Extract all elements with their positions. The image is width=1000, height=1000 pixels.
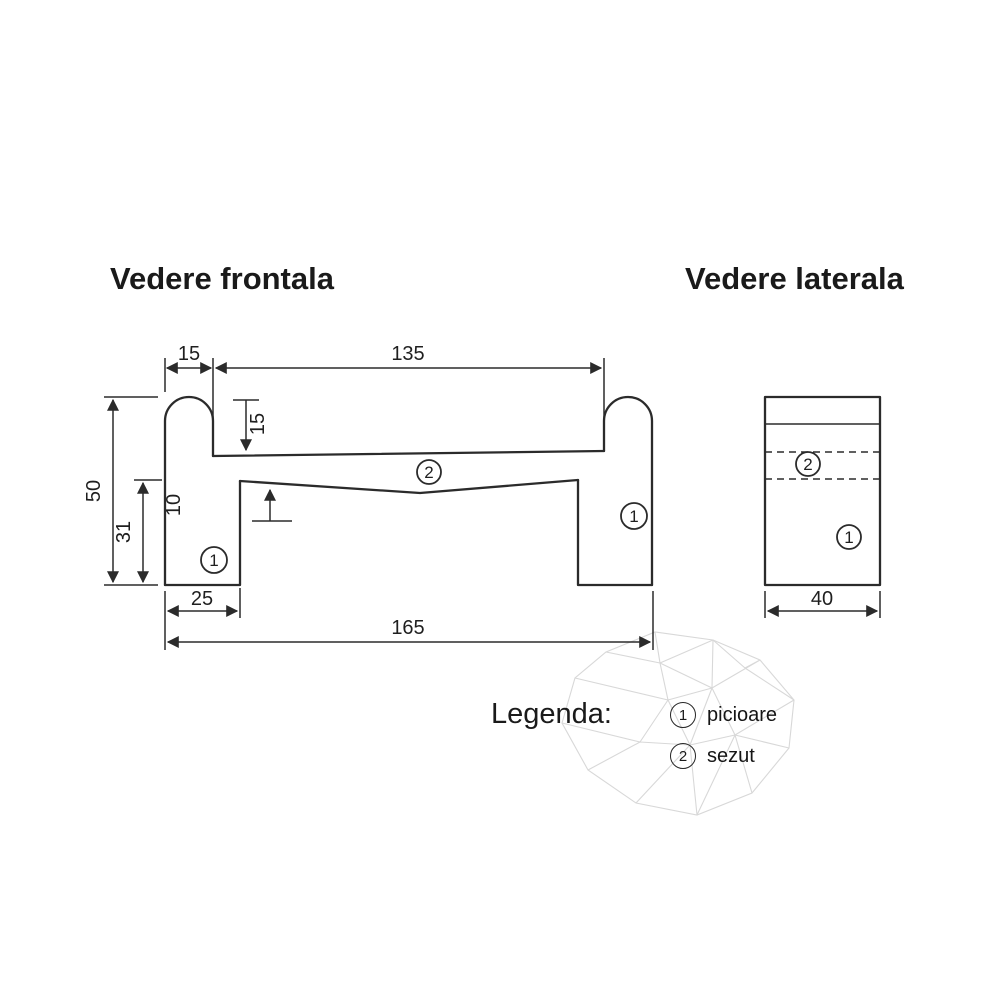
side-view-outline [763,395,882,587]
dim-leg-width: 25 [191,588,213,610]
dim-seat-span: 135 [391,343,424,365]
side-view-inner-lines [765,423,880,480]
legend-item-sezut: 2 sezut [670,743,755,769]
side-body [763,395,882,587]
side-balloon-leg [836,524,862,550]
legend-item-picioare: 1 picioare [670,702,777,728]
balloon-seat [416,459,442,485]
front-right-leg-top [602,395,654,587]
legend-label-picioare: picioare [707,703,778,726]
front-view-part-numbers: 1 2 1 [209,463,638,570]
dim-seat-dip: 10 [163,494,185,516]
balloon-left-leg [200,546,228,574]
legend-number-2-icon: 2 [670,743,696,769]
dim-side-depth: 40 [811,588,833,610]
side-balloon-leg-number: 1 [844,528,853,547]
legend-number-1-icon: 1 [670,702,696,728]
front-view-dimension-labels: 15 135 50 31 15 10 25 165 [83,343,425,639]
dim-seat-thickness: 15 [247,413,269,435]
front-right-leg-lower [576,478,654,587]
front-left-leg-lower [163,479,242,587]
dim-total-width: 165 [391,617,424,639]
watermark-logo [561,631,795,816]
dim-leg-lower-height: 31 [113,521,135,543]
front-view-part-labels [200,459,648,574]
side-view-dimensions [764,591,881,618]
dim-leg-top-width: 15 [178,343,200,365]
legend-label-sezut: sezut [707,744,755,767]
side-view-title: Vedere laterala [685,261,904,296]
legend-title: Legenda: [491,698,612,730]
front-seat-top-edge [211,449,606,458]
front-seat-bottom-edge [238,478,580,495]
front-view-title: Vedere frontala [110,261,334,296]
balloon-right-leg [620,502,648,530]
side-view-texts: 2 1 40 [803,455,853,610]
front-view-dimensions [104,358,654,650]
side-balloon-seat [795,451,821,477]
side-view-part-labels [795,451,862,550]
side-balloon-seat-number: 2 [803,455,812,474]
balloon-left-leg-number: 1 [209,551,218,570]
front-view-outline [163,395,654,587]
dim-total-height: 50 [83,480,105,502]
balloon-right-leg-number: 1 [629,507,638,526]
balloon-seat-number: 2 [424,463,433,482]
front-left-leg-top [163,395,215,587]
